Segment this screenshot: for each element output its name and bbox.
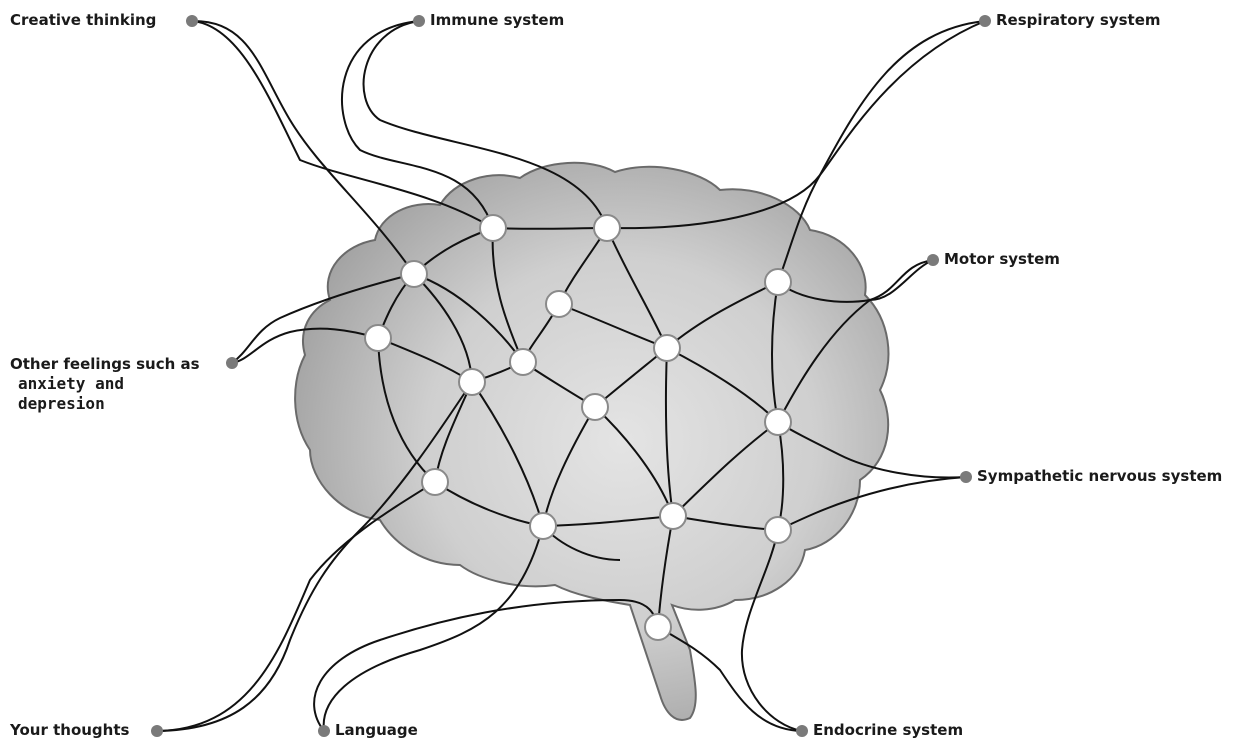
label-other-feelings: Other feelings such as anxiety and depre… [10, 355, 200, 414]
node [365, 325, 391, 351]
immune-system-dot [413, 15, 425, 27]
node [645, 614, 671, 640]
node [765, 269, 791, 295]
node [765, 409, 791, 435]
node [459, 369, 485, 395]
label-your-thoughts: Your thoughts [10, 723, 129, 738]
respiratory-system-dot [979, 15, 991, 27]
node [660, 503, 686, 529]
label-motor-system: Motor system [944, 252, 1060, 267]
node [594, 215, 620, 241]
node [510, 349, 536, 375]
node [765, 517, 791, 543]
label-other-feelings-line1: Other feelings such as [10, 355, 200, 374]
node [546, 291, 572, 317]
sympathetic-nervous-system-dot [960, 471, 972, 483]
node [401, 261, 427, 287]
label-other-feelings-line3: depresion [10, 394, 200, 414]
node [530, 513, 556, 539]
label-other-feelings-line2: anxiety and [10, 374, 200, 394]
endocrine-system-dot [796, 725, 808, 737]
label-immune-system: Immune system [430, 13, 564, 28]
your-thoughts-dot [151, 725, 163, 737]
creative-thinking-dot [186, 15, 198, 27]
node [582, 394, 608, 420]
language-dot [318, 725, 330, 737]
label-sympathetic-nervous-system: Sympathetic nervous system [977, 469, 1222, 484]
node [654, 335, 680, 361]
brain-shape [295, 163, 888, 720]
other-feelings-dot [226, 357, 238, 369]
motor-system-dot [927, 254, 939, 266]
label-endocrine-system: Endocrine system [813, 723, 963, 738]
label-creative-thinking: Creative thinking [10, 13, 156, 28]
label-language: Language [335, 723, 418, 738]
label-respiratory-system: Respiratory system [996, 13, 1161, 28]
node [480, 215, 506, 241]
node [422, 469, 448, 495]
